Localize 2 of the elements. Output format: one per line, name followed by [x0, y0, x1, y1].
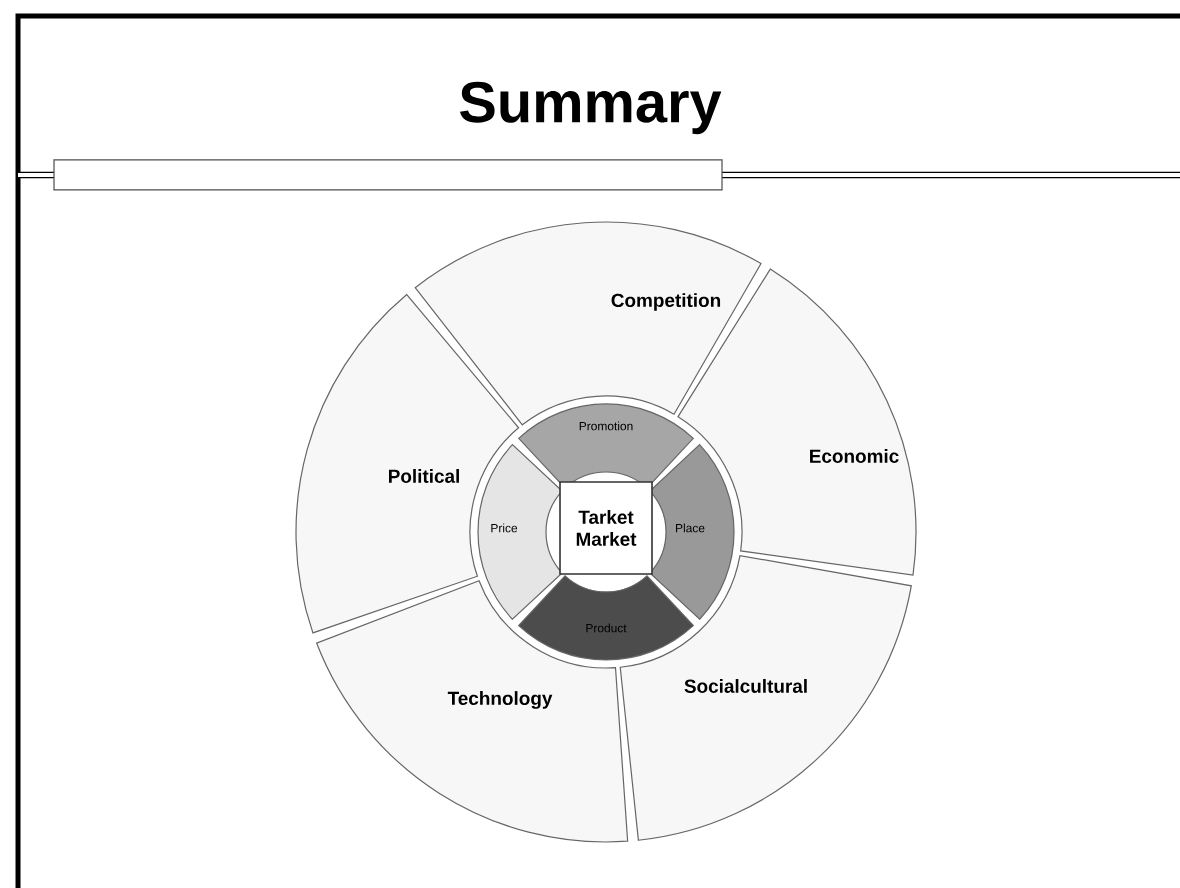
title: Summary — [460, 81, 722, 135]
center-box: Tarket Market — [559, 481, 653, 575]
